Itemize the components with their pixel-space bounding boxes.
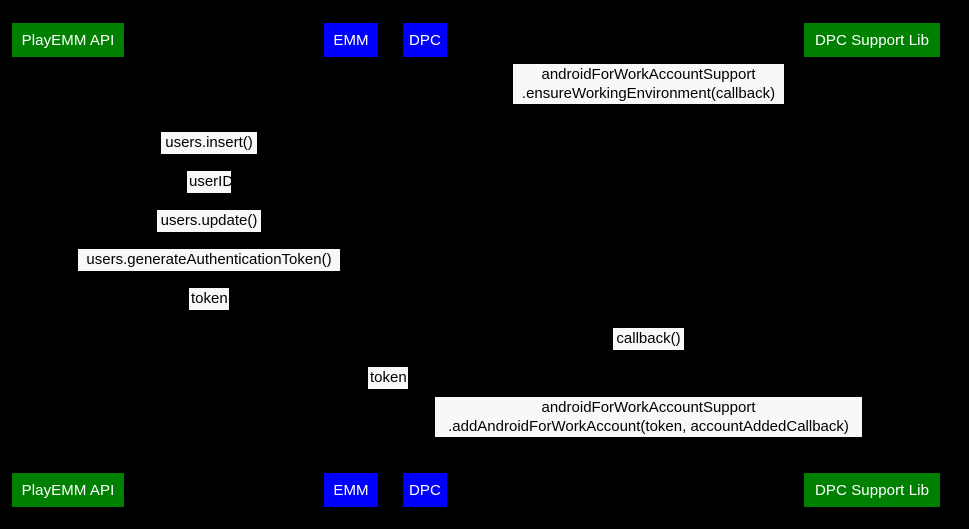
lifeline-emm <box>351 57 352 473</box>
lifeline-dpc <box>425 57 426 473</box>
message-token-to-emm: token <box>189 288 229 310</box>
message-users-update: users.update() <box>157 210 261 232</box>
participant-dpc-bottom[interactable]: DPC <box>403 473 447 507</box>
participant-playemm-bottom[interactable]: PlayEMM API <box>12 473 124 507</box>
participant-playemm-top[interactable]: PlayEMM API <box>12 23 124 57</box>
participant-dpc-top[interactable]: DPC <box>403 23 447 57</box>
participant-emm-bottom[interactable]: EMM <box>324 473 378 507</box>
participant-emm-top[interactable]: EMM <box>324 23 378 57</box>
message-user-id: userID <box>187 171 233 193</box>
lifeline-playemm <box>68 57 69 473</box>
message-users-insert: users.insert() <box>161 132 257 154</box>
message-add-android-for-work-account: androidForWorkAccountSupport .addAndroid… <box>435 397 862 437</box>
participant-dpcsupport-bottom[interactable]: DPC Support Lib <box>804 473 940 507</box>
lifeline-dpcsupport <box>872 57 873 473</box>
message-ensure-working-environment: androidForWorkAccountSupport .ensureWork… <box>513 64 784 104</box>
participant-dpcsupport-top[interactable]: DPC Support Lib <box>804 23 940 57</box>
message-generate-authentication-token: users.generateAuthenticationToken() <box>78 249 340 271</box>
message-callback: callback() <box>613 328 684 350</box>
message-token-to-dpc: token <box>368 367 408 389</box>
